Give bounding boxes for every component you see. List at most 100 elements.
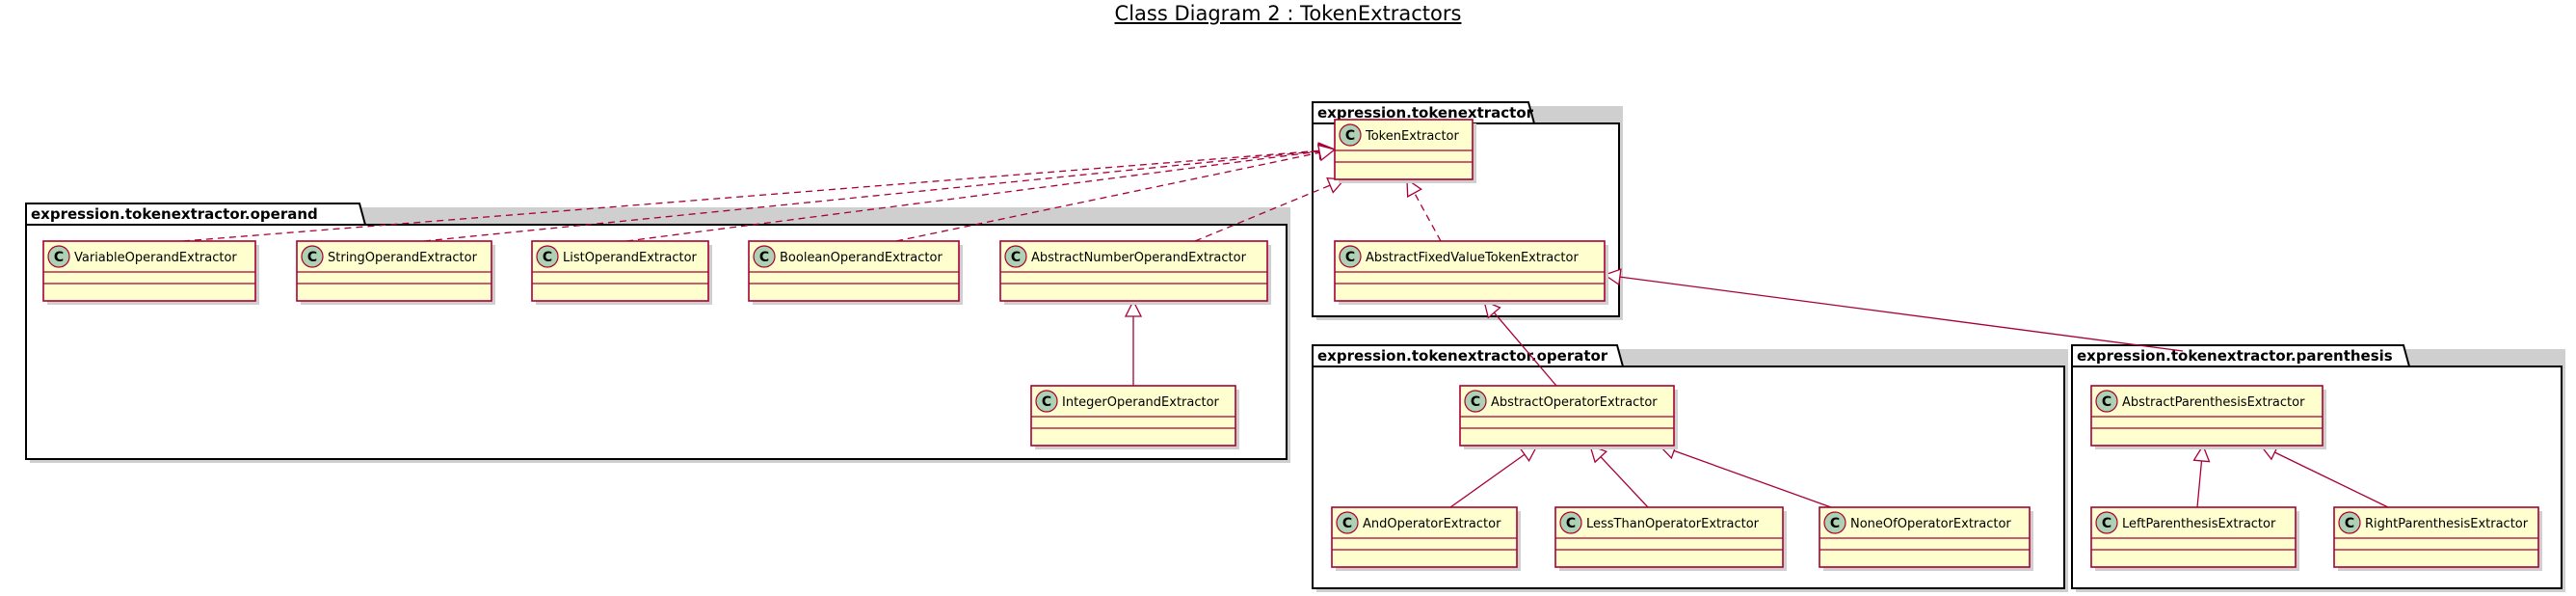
class-name: AndOperatorExtractor [1363,517,1501,531]
class-BooleanOperandExtractor[interactable]: C BooleanOperandExtractor [748,240,963,305]
class-stereotype-letter: C [1830,516,1840,531]
class-AbstractOperatorExtractor[interactable]: C AbstractOperatorExtractor [1459,385,1678,449]
class-box [531,240,709,302]
class-name: AbstractParenthesisExtractor [2122,395,2305,410]
realization-arrowhead [1406,177,1422,198]
class-name: BooleanOperandExtractor [780,251,943,265]
class-name: TokenExtractor [1365,129,1460,144]
class-stereotype-icon [1464,390,1487,413]
package-name: expression.tokenextractor [1317,104,1534,122]
package-name: expression.tokenextractor.operator [1317,347,1608,365]
relation-AbstractFixedValueTokenExtractor-to-TokenExtractor [1406,177,1442,242]
class-name: VariableOperandExtractor [74,251,237,265]
class-AbstractFixedValueTokenExtractor[interactable]: C AbstractFixedValueTokenExtractor [1334,240,1608,305]
package-name: expression.tokenextractor.parenthesis [2077,347,2393,365]
class-box [1334,119,1474,180]
class-box [296,240,492,302]
inheritance-arrowhead [1124,299,1143,317]
class-name: LessThanOperatorExtractor [1586,517,1760,531]
class-stereotype-icon [301,245,324,268]
class-RightParenthesisExtractor[interactable]: C RightParenthesisExtractor [2333,506,2542,571]
class-stereotype-icon [2095,390,2118,413]
class-stereotype-icon [1004,245,1027,268]
inheritance-line [1619,276,2184,352]
class-stereotype-icon [536,245,559,268]
class-box [1030,385,1236,447]
class-name: AbstractFixedValueTokenExtractor [1366,251,1579,265]
inheritance-line [2196,460,2203,508]
class-box [1334,240,1606,302]
inheritance-arrowhead [2192,444,2211,463]
class-AbstractParenthesisExtractor[interactable]: C AbstractParenthesisExtractor [2090,385,2326,449]
class-VariableOperandExtractor[interactable]: C VariableOperandExtractor [42,240,259,305]
class-stereotype-letter: C [2345,516,2354,531]
class-AbstractNumberOperandExtractor[interactable]: C AbstractNumberOperandExtractor [999,240,1271,305]
class-name: IntegerOperandExtractor [1062,395,1220,410]
class-name: ListOperandExtractor [563,251,698,265]
class-box [748,240,960,302]
class-stereotype-letter: C [1011,250,1021,265]
class-box [1554,506,1784,568]
class-stereotype-icon [2095,511,2118,534]
class-stereotype-letter: C [1342,516,1352,531]
class-stereotype-letter: C [1345,250,1355,265]
realization-line [1414,192,1442,242]
class-stereotype-letter: C [759,250,769,265]
relation-IntegerOperandExtractor-to-AbstractNumberOperandExtractor [1124,299,1143,386]
class-name: LeftParenthesisExtractor [2122,517,2276,531]
class-box [999,240,1268,302]
class-box [42,240,256,302]
class-name: AbstractNumberOperandExtractor [1031,251,1247,265]
class-LessThanOperatorExtractor[interactable]: C LessThanOperatorExtractor [1554,506,1787,571]
class-box [2090,385,2324,447]
class-LeftParenthesisExtractor[interactable]: C LeftParenthesisExtractor [2090,506,2299,571]
class-stereotype-letter: C [1042,394,1051,410]
class-IntegerOperandExtractor[interactable]: C IntegerOperandExtractor [1030,385,1239,449]
class-stereotype-icon [753,245,776,268]
class-stereotype-icon [1336,511,1359,534]
inheritance-line [1493,312,1557,387]
class-box [1819,506,2031,568]
class-AndOperatorExtractor[interactable]: C AndOperatorExtractor [1331,506,1521,571]
class-box [1459,385,1675,447]
class-box [1331,506,1518,568]
realization-line [895,151,1320,242]
relation-BooleanOperandExtractor-to-TokenExtractor [895,144,1337,242]
class-name: RightParenthesisExtractor [2365,517,2529,531]
realization-line [625,150,1320,242]
class-stereotype-icon [1339,123,1362,147]
relations-layer [182,142,2389,508]
realization-line [182,149,1320,242]
realization-arrowhead [1316,144,1337,162]
class-TokenExtractor[interactable]: C TokenExtractor [1334,119,1476,183]
class-stereotype-icon [1559,511,1582,534]
realization-line [1194,184,1331,242]
class-stereotype-letter: C [543,250,552,265]
class-stereotype-letter: C [2102,394,2111,410]
inheritance-line [1449,453,1526,508]
inheritance-line [1673,449,1832,508]
class-stereotype-letter: C [1566,516,1576,531]
class-NoneOfOperatorExtractor[interactable]: C NoneOfOperatorExtractor [1819,506,2033,571]
class-ListOperandExtractor[interactable]: C ListOperandExtractor [531,240,712,305]
class-stereotype-letter: C [1345,128,1355,144]
class-stereotype-letter: C [54,250,64,265]
class-stereotype-letter: C [2102,516,2111,531]
class-stereotype-icon [1823,511,1846,534]
relation-LeftParenthesisExtractor-to-AbstractParenthesisExtractor [2192,444,2211,508]
diagram-title: Class Diagram 2 : TokenExtractors [1114,2,1462,25]
class-stereotype-icon [1035,390,1058,413]
class-stereotype-icon [2338,511,2361,534]
class-stereotype-icon [1339,245,1362,268]
relation-AbstractParenthesisExtractor-to-AbstractFixedValueTokenExtractor [1603,268,2184,352]
inheritance-arrowhead [1603,268,1622,286]
inheritance-line [1600,456,1649,508]
inheritance-line [2274,451,2389,508]
class-name: NoneOfOperatorExtractor [1850,517,2011,531]
class-stereotype-letter: C [1471,394,1480,410]
class-name: AbstractOperatorExtractor [1491,395,1658,410]
class-stereotype-letter: C [307,250,317,265]
